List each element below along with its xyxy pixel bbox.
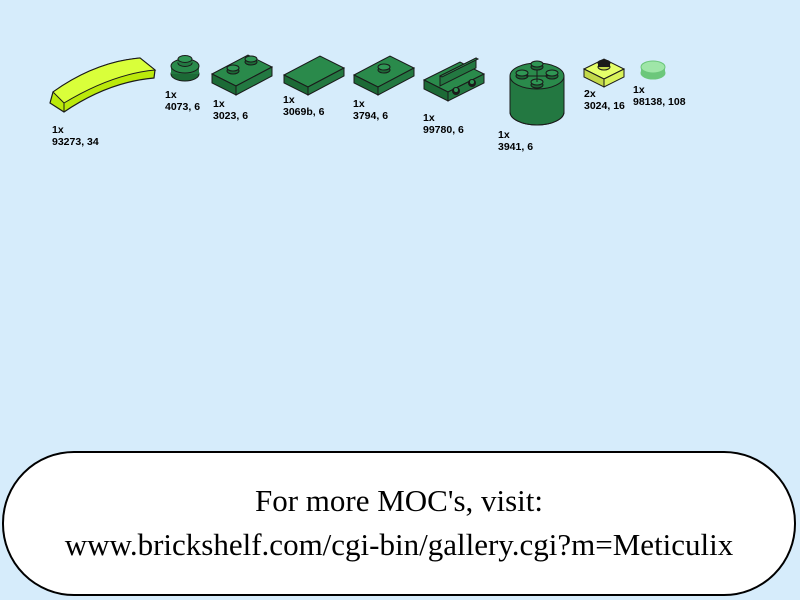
part-quantity: 1x xyxy=(423,112,435,124)
part-quantity: 2x xyxy=(584,88,596,100)
plate-1x1-icon xyxy=(582,58,626,88)
jumper-plate-icon xyxy=(352,55,416,96)
part-id-color: 93273, 34 xyxy=(52,136,99,148)
bracket-inverted-icon xyxy=(422,57,486,102)
part-id-color: 3023, 6 xyxy=(213,110,249,122)
part-quantity: 1x xyxy=(213,98,225,110)
part-id-color: 3941, 6 xyxy=(498,141,534,153)
part-id-color: 3069b, 6 xyxy=(283,106,325,118)
tile-1x2-icon xyxy=(282,55,346,96)
part-quantity: 1x xyxy=(498,129,510,141)
moc-promo-banner: For more MOC's, visit: www.brickshelf.co… xyxy=(2,451,796,596)
part-id-color: 3794, 6 xyxy=(353,110,389,122)
part-quantity: 1x xyxy=(633,84,645,96)
part-quantity: 1x xyxy=(283,94,295,106)
plate-1x2-icon xyxy=(210,54,274,96)
banner-line-1: For more MOC's, visit: xyxy=(254,483,544,518)
curved-slope-icon xyxy=(49,57,157,113)
part-quantity: 1x xyxy=(353,98,365,110)
part-id-color: 3024, 16 xyxy=(584,100,625,112)
parts-list: 1x 93273, 34 1x 4073, 6 xyxy=(0,0,800,200)
part-id-color: 4073, 6 xyxy=(165,101,201,113)
round-tile-icon xyxy=(640,60,666,80)
part-id-color: 99780, 6 xyxy=(423,124,464,136)
round-brick-2x2-icon xyxy=(509,60,565,126)
banner-url-line: www.brickshelf.com/cgi-bin/gallery.cgi?m… xyxy=(64,527,734,562)
part-quantity: 1x xyxy=(165,89,177,101)
part-quantity: 1x xyxy=(52,124,64,136)
part-id-color: 98138, 108 xyxy=(633,96,686,108)
round-plate-icon xyxy=(170,55,200,82)
